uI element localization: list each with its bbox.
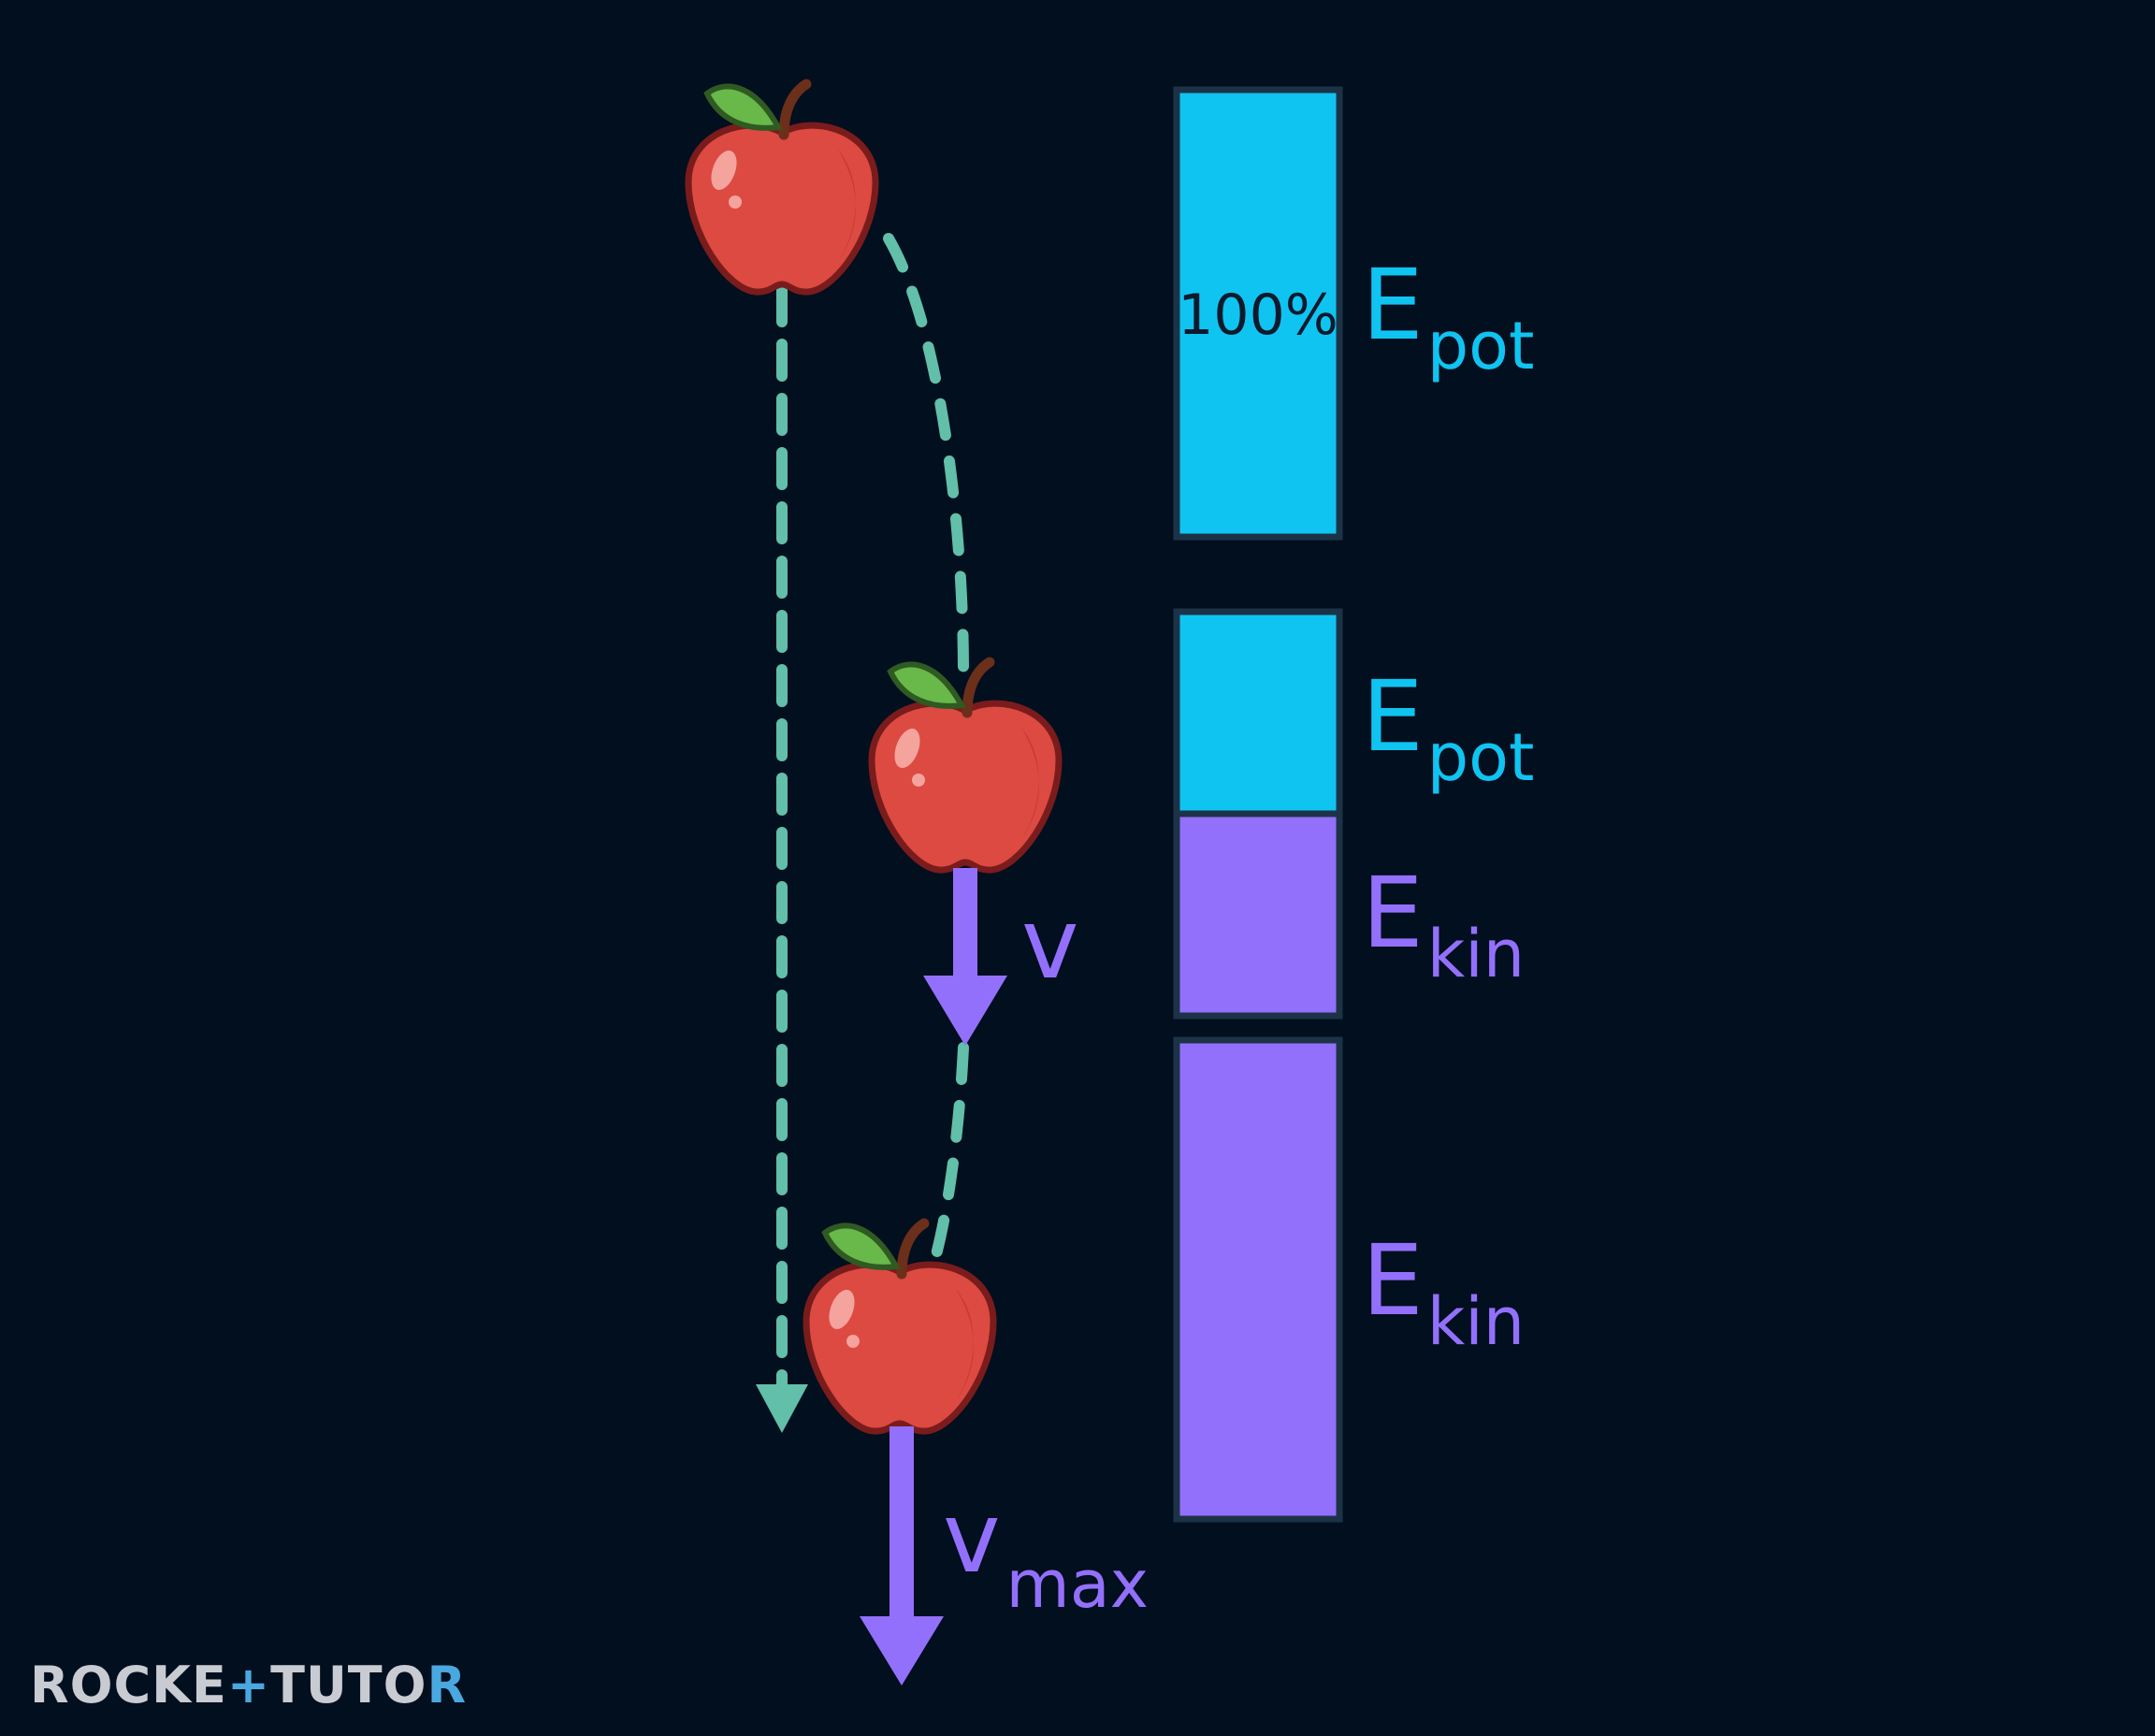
apple-icon-bottom (806, 1223, 993, 1431)
velocity-label-vmax: vmax (943, 1481, 1149, 1623)
logo-part1: ROCKE (30, 1656, 227, 1714)
bar-percent-label: 100% (1178, 282, 1338, 348)
velocity-arrow-vmax (860, 1426, 944, 1685)
logo-part3: R (427, 1656, 468, 1714)
bar-3-kinetic-segment (1173, 1036, 1343, 1523)
ekin-main: E (1362, 1223, 1424, 1338)
label-epot-middle: Epot (1362, 659, 1534, 796)
curved-trajectory-path-lower (930, 1042, 969, 1264)
epot-main: E (1362, 659, 1424, 774)
bar-2-kinetic-segment (1173, 810, 1343, 1020)
ekin-sub: kin (1427, 916, 1525, 992)
ekin-sub: kin (1427, 1283, 1525, 1360)
curved-trajectory-path (883, 233, 969, 679)
bar-1-potential-segment (1173, 86, 1343, 541)
vmax-main: v (943, 1481, 1001, 1595)
label-epot-top: Epot (1362, 248, 1534, 384)
apple-icon-top (688, 84, 875, 292)
apple-icon-middle (872, 662, 1059, 870)
ekin-main: E (1362, 856, 1424, 970)
epot-main: E (1362, 248, 1424, 362)
energy-bars: 100% (1173, 86, 1343, 1523)
vmax-sub: max (1006, 1546, 1150, 1623)
logo-part2: TUTO (270, 1656, 427, 1714)
logo-plus: + (227, 1656, 270, 1714)
velocity-arrow-v (923, 868, 1007, 1046)
rocketutor-logo: ROCKE+TUTOR (30, 1656, 467, 1714)
label-ekin-bottom: Ekin (1362, 1223, 1525, 1360)
epot-sub: pot (1427, 308, 1535, 384)
epot-sub: pot (1427, 719, 1535, 796)
bar-2-potential-segment (1173, 608, 1343, 817)
path-arrowhead (756, 1384, 808, 1433)
velocity-label-v: v (1021, 887, 1079, 1001)
label-ekin-middle: Ekin (1362, 856, 1525, 992)
